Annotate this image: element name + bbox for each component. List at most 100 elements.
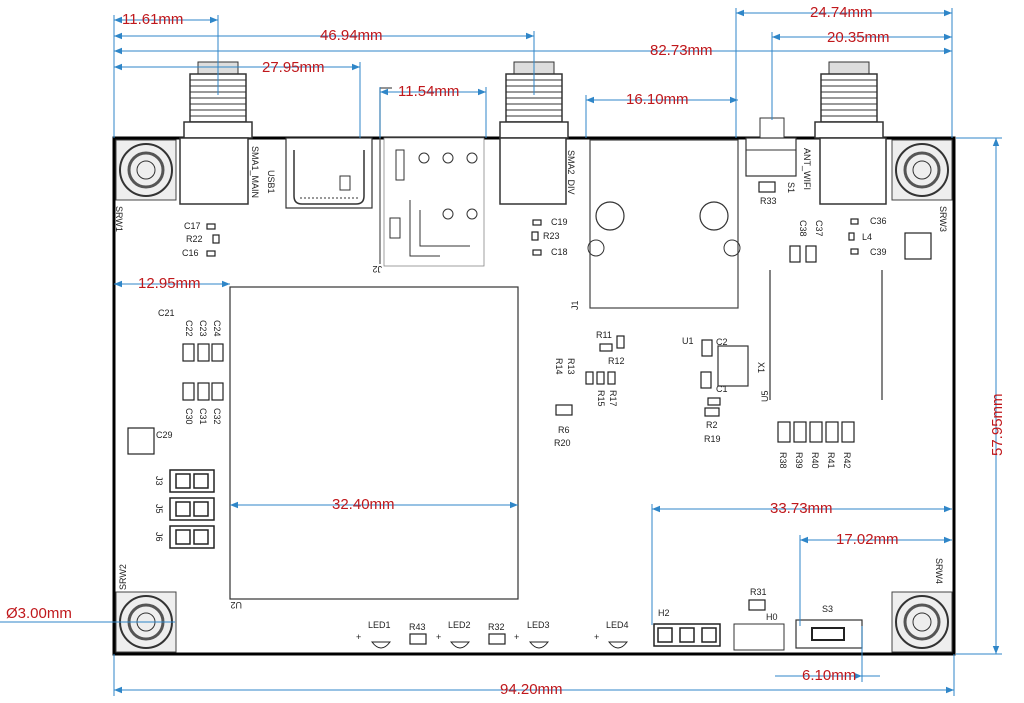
label-u2: U2 — [230, 600, 242, 610]
u5-outline — [769, 270, 883, 400]
label-c19: C19 — [551, 217, 568, 227]
h2-header — [653, 623, 721, 647]
label-c2: C2 — [716, 337, 728, 347]
label-r19: R19 — [704, 434, 721, 444]
label-r41: R41 — [826, 452, 836, 469]
dim-17-02: 17.02mm — [836, 531, 899, 548]
label-c23: C23 — [198, 320, 208, 337]
dim-6-10: 6.10mm — [802, 667, 856, 684]
label-c18: C18 — [551, 247, 568, 257]
label-ant-wifi: ANT_WIFI — [802, 148, 812, 190]
dim-82-73: 82.73mm — [650, 42, 713, 59]
label-c24: C24 — [212, 320, 222, 337]
mounting-hole-srw4 — [891, 591, 953, 653]
dimension-lines — [114, 9, 1000, 694]
label-led2: LED2 — [448, 620, 471, 630]
label-c39: C39 — [870, 247, 887, 257]
label-led1: LED1 — [368, 620, 391, 630]
dim-32-40: 32.40mm — [332, 496, 395, 513]
label-usb1: USB1 — [266, 170, 276, 194]
s1-switch — [745, 117, 797, 177]
label-r39: R39 — [794, 452, 804, 469]
dim-11-61: 11.61mm — [122, 11, 183, 28]
label-r33: R33 — [760, 196, 777, 206]
label-c16: C16 — [182, 248, 199, 258]
label-r32: R32 — [488, 622, 505, 632]
dim-11-54: 11.54mm — [398, 83, 459, 100]
dim-24-74: 24.74mm — [810, 4, 873, 21]
label-r31: R31 — [750, 587, 767, 597]
label-r38: R38 — [778, 452, 788, 469]
label-r40: R40 — [810, 452, 820, 469]
label-r23: R23 — [543, 231, 560, 241]
label-h0: H0 — [766, 612, 778, 622]
label-sma2-div: SMA2_DIV — [566, 150, 576, 195]
label-j6: J6 — [154, 532, 164, 542]
label-c29: C29 — [156, 430, 173, 440]
mounting-hole-srw1 — [115, 139, 177, 201]
x1-crystal — [717, 345, 749, 387]
label-plus-2: + — [436, 632, 441, 642]
label-j1: J1 — [570, 300, 580, 310]
label-r2: R2 — [706, 420, 718, 430]
label-c21: C21 — [158, 308, 175, 318]
dim-12-95: 12.95mm — [138, 275, 201, 292]
sma1-main-connector — [179, 61, 253, 205]
label-r43: R43 — [409, 622, 426, 632]
label-sma1-main: SMA1_MAIN — [250, 146, 260, 198]
label-c31: C31 — [198, 408, 208, 425]
label-r6: R6 — [558, 425, 570, 435]
mounting-hole-srw3 — [891, 139, 953, 201]
label-c1: C1 — [716, 384, 728, 394]
u2-module — [229, 286, 519, 600]
label-u5: U5 — [760, 390, 770, 402]
label-h2: H2 — [658, 608, 670, 618]
label-s1: S1 — [786, 182, 796, 193]
label-c30: C30 — [184, 408, 194, 425]
label-r22: R22 — [186, 234, 203, 244]
dim-94-20: 94.20mm — [500, 681, 563, 698]
sma2-div-connector — [499, 61, 569, 205]
label-r20: R20 — [554, 438, 571, 448]
label-r15: R15 — [596, 390, 606, 407]
dim-33-73: 33.73mm — [770, 500, 833, 517]
label-srw3: SRW3 — [938, 206, 948, 232]
s3-button — [795, 619, 863, 649]
jumpers — [169, 469, 215, 549]
label-r42: R42 — [842, 452, 852, 469]
label-c37: C37 — [814, 220, 824, 237]
label-led4: LED4 — [606, 620, 629, 630]
small-components — [127, 181, 932, 645]
label-c22: C22 — [184, 320, 194, 337]
label-plus-3: + — [514, 632, 519, 642]
label-j3: J3 — [154, 476, 164, 486]
extension-lines — [0, 8, 1002, 696]
label-s3: S3 — [822, 604, 833, 614]
label-l4: L4 — [862, 232, 872, 242]
label-srw4: SRW4 — [934, 558, 944, 584]
j1-connector — [587, 139, 741, 309]
dim-46-94: 46.94mm — [320, 27, 383, 44]
label-plus-1: + — [356, 632, 361, 642]
label-plus-4: + — [594, 632, 599, 642]
label-srw2: SRW2 — [118, 564, 128, 590]
dim-27-95: 27.95mm — [262, 59, 325, 76]
label-c32: C32 — [212, 408, 222, 425]
label-j2: J2 — [372, 264, 382, 274]
label-led3: LED3 — [527, 620, 550, 630]
leds — [370, 641, 629, 649]
label-r14: R14 — [554, 358, 564, 375]
dim-3-00: Ø3.00mm — [6, 605, 72, 622]
h0-header — [733, 623, 785, 651]
label-r13: R13 — [566, 358, 576, 375]
usb1-connector — [285, 137, 373, 209]
label-u1: U1 — [682, 336, 694, 346]
dim-20-35: 20.35mm — [827, 29, 890, 46]
label-c38: C38 — [798, 220, 808, 237]
label-c17: C17 — [184, 221, 201, 231]
label-j5: J5 — [154, 504, 164, 514]
label-r11: R11 — [596, 330, 612, 340]
label-x1: X1 — [756, 362, 766, 373]
j2-socket — [379, 87, 485, 267]
